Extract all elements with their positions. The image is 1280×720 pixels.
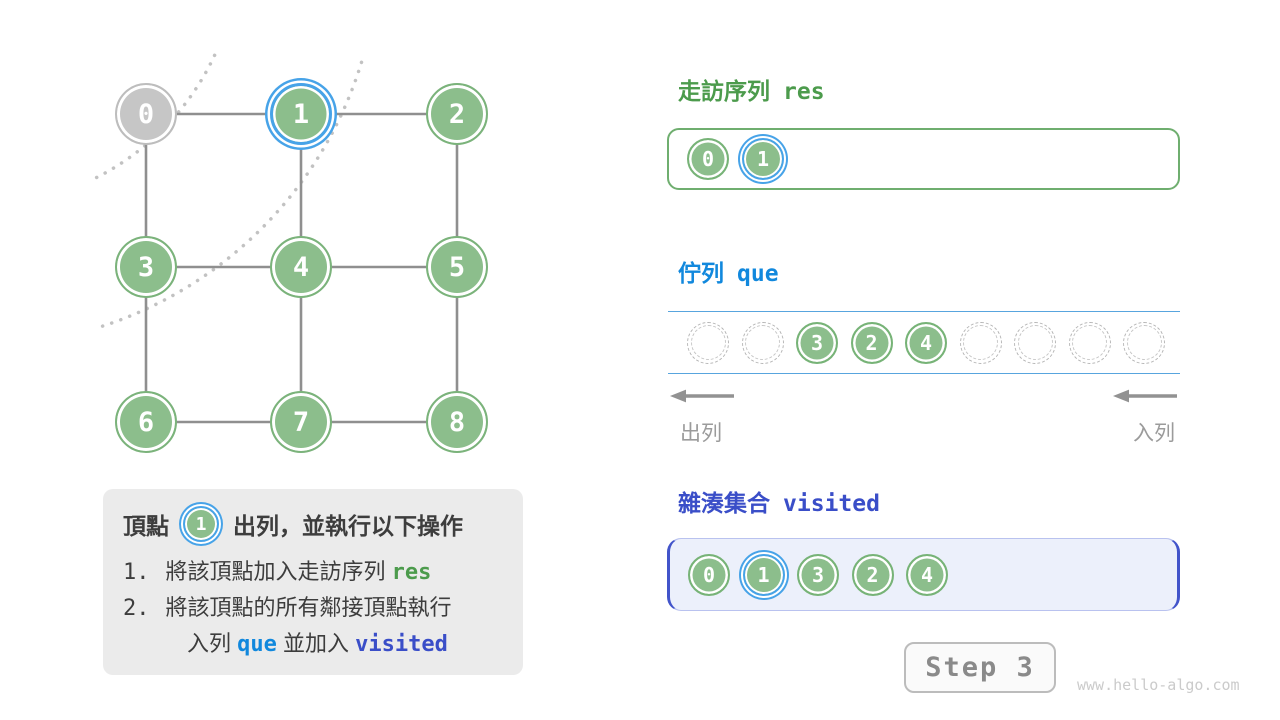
panel-step-1-number: 1.: [123, 560, 150, 585]
visited-title-code: visited: [783, 491, 880, 517]
panel-step-1: 1. 將該頂點加入走訪序列 res: [123, 554, 505, 590]
panel-step-2-number: 2.: [123, 596, 150, 621]
panel-enqueue-text: 入列: [187, 631, 232, 656]
panel-vertex-chip: 1: [183, 506, 219, 542]
panel-res-code: res: [391, 560, 432, 585]
panel-title: 頂點 1 出列，並執行以下操作: [123, 502, 505, 546]
panel-step-2-text: 將該頂點的所有鄰接頂點執行: [165, 595, 452, 620]
dequeue-arrow-icon: [670, 389, 734, 403]
panel-title-prefix: 頂點: [123, 513, 169, 539]
queue-item-1: 2: [850, 321, 893, 364]
panel-step-2: 2. 將該頂點的所有鄰接頂點執行: [123, 590, 505, 626]
graph-node-0: 0: [115, 83, 177, 145]
queue-title-zh: 佇列: [678, 260, 724, 286]
panel-visited-code: visited: [355, 632, 448, 657]
visited-item-3: 2: [851, 553, 894, 596]
panel-que-code: que: [237, 632, 277, 657]
graph-node-2: 2: [426, 83, 488, 145]
queue-section-title: 佇列 que: [678, 254, 779, 288]
graph-node-6: 6: [115, 391, 177, 453]
visited-item-0: 0: [688, 553, 730, 596]
bfs-level-arc-outer: [96, 60, 364, 330]
queue-empty-slot: [687, 321, 729, 364]
enqueue-label: 入列: [1133, 422, 1175, 445]
graph-node-1: 1: [270, 83, 332, 145]
queue-empty-slot: [1068, 321, 1111, 364]
queue-empty-slot: [1123, 321, 1165, 364]
panel-steps: 1. 將該頂點加入走訪序列 res 2. 將該頂點的所有鄰接頂點執行 入列 que …: [123, 554, 505, 662]
graph-node-4: 4: [270, 236, 332, 298]
queue-item-0: 3: [796, 321, 838, 364]
step-badge: Step 3: [904, 642, 1056, 693]
panel-mid-text: 並加入: [283, 631, 350, 656]
queue-empty-slot: [741, 321, 784, 364]
graph-node-5: 5: [426, 236, 488, 298]
graph-node-8: 8: [426, 391, 488, 453]
queue-strip: 3 2 4: [668, 311, 1180, 374]
dequeue-label: 出列: [680, 422, 722, 445]
panel-step-1-text: 將該頂點加入走訪序列: [165, 559, 386, 584]
enqueue-arrow-icon: [1113, 389, 1177, 403]
panel-step-2-continuation: 入列 que 並加入 visited: [123, 626, 505, 662]
queue-empty-slot: [1014, 321, 1056, 364]
res-item-1: 1: [742, 138, 784, 180]
queue-item-2: 4: [905, 321, 947, 364]
visited-item-2: 3: [797, 553, 839, 596]
visited-item-4: 4: [906, 553, 948, 596]
res-sequence-box: 0 1: [667, 128, 1180, 190]
graph-node-7: 7: [270, 391, 332, 453]
res-title-code: res: [783, 79, 825, 105]
watermark: www.hello-algo.com: [1077, 676, 1240, 694]
res-title-zh: 走訪序列: [678, 78, 770, 104]
visited-title-zh: 雜湊集合: [678, 490, 770, 516]
queue-title-code: que: [737, 261, 779, 287]
graph-node-3: 3: [115, 236, 177, 298]
queue-empty-slot: [959, 321, 1002, 364]
operation-panel: 頂點 1 出列，並執行以下操作 1. 將該頂點加入走訪序列 res 2. 將該頂點的…: [103, 489, 523, 675]
panel-title-rest: 出列，並執行以下操作: [233, 513, 463, 539]
visited-item-1: 1: [742, 553, 785, 596]
visited-section-title: 雜湊集合 visited: [678, 484, 880, 518]
res-item-0: 0: [687, 138, 729, 180]
visited-set-box: 0 1 3 2 4: [667, 538, 1180, 611]
res-section-title: 走訪序列 res: [678, 72, 825, 106]
